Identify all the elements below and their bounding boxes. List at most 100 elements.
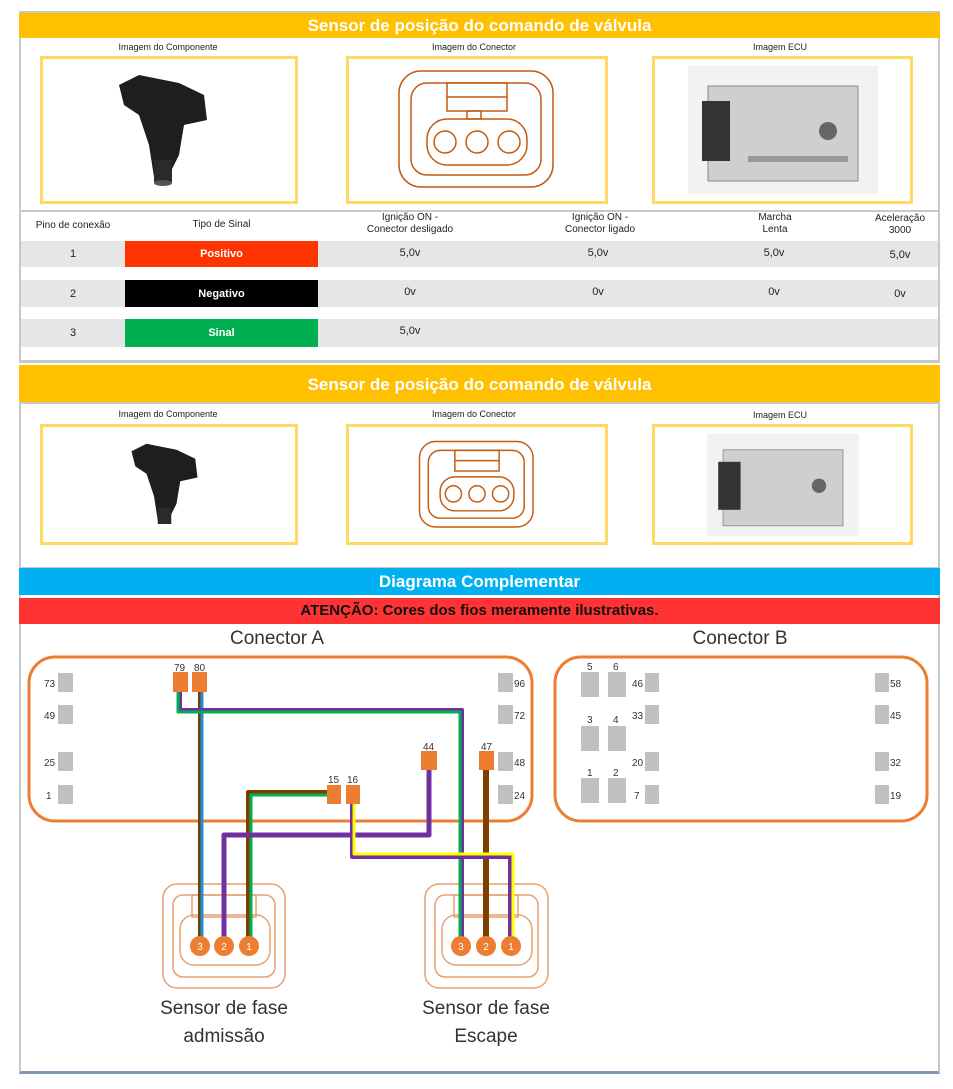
wire-79-green — [176, 692, 462, 940]
pin-label: 1 — [587, 768, 593, 779]
value-cell: 5,0v — [587, 247, 609, 259]
header-text: Ignição ON - — [381, 212, 439, 223]
wire-15-brown — [246, 790, 334, 940]
sensor-escape-label-1: Sensor de fase — [422, 998, 550, 1019]
section-1-title: Sensor de posição do comando de válvula — [19, 13, 940, 38]
pin-label: 49 — [44, 711, 56, 722]
connector-b-labels: 5 6 3 4 1 2 46 33 20 7 58 45 32 19 — [587, 662, 902, 802]
ecu-image — [652, 56, 913, 204]
pin-80 — [192, 672, 207, 692]
pin-label: 24 — [514, 791, 526, 802]
pin-b32 — [875, 752, 889, 771]
pin-b2 — [608, 778, 626, 803]
connector-image-label: Imagem do Conector — [431, 409, 517, 419]
pin-24 — [498, 785, 513, 804]
connector-image — [346, 56, 608, 204]
sensor-pin-label: 3 — [197, 942, 203, 953]
pin-label: 15 — [328, 775, 340, 786]
wire-15-green — [249, 793, 334, 940]
pin-label: 19 — [890, 791, 902, 802]
sensor-pin-label: 2 — [483, 942, 489, 953]
sensor-pin-2 — [476, 936, 496, 956]
connector-a-labels: 73 49 25 1 96 72 48 24 79 80 44 47 15 16 — [44, 663, 526, 802]
connector-a-title: Conector A — [230, 628, 324, 649]
pin-label: 58 — [890, 679, 902, 690]
connector-drawing-icon — [398, 70, 554, 188]
pin-label: 44 — [423, 742, 435, 753]
pin-label: 20 — [632, 758, 644, 769]
sensor-admission-label-2: admissão — [183, 1026, 264, 1047]
pin-label: 80 — [194, 663, 206, 674]
sensor-pin-1 — [239, 936, 259, 956]
header-text: Conector desligado — [366, 224, 454, 235]
pin-label: 1 — [46, 791, 52, 802]
diagram-title: Diagrama Complementar — [19, 568, 940, 595]
sensor-pin-3 — [190, 936, 210, 956]
signal-badge-positive: Positivo — [125, 241, 318, 267]
pin-73 — [58, 673, 73, 692]
header-ign-on: Ignição ON -Conector ligado — [520, 212, 680, 236]
ecu-image-label: Imagem ECU — [752, 42, 807, 52]
component-image-label: Imagem do Componente — [118, 409, 218, 419]
pin-15 — [327, 785, 341, 804]
value-cell: 0v — [404, 286, 416, 298]
pin-label: 2 — [613, 768, 619, 779]
value-cell: 0v — [894, 288, 906, 300]
table-divider — [21, 210, 938, 212]
pin-label: 96 — [514, 679, 526, 690]
header-text: 3000 — [888, 225, 912, 236]
wire-79-purple — [178, 692, 464, 940]
signal-badge-signal: Sinal — [125, 319, 318, 347]
pin-16 — [346, 785, 360, 804]
pin-b58 — [875, 673, 889, 692]
sensor-escape-label-2: Escape — [454, 1026, 517, 1047]
connector-b-outline — [553, 655, 929, 823]
ecu-image — [652, 424, 913, 545]
component-image-label: Imagem do Componente — [118, 42, 218, 52]
signal-badge-negative: Negativo — [125, 280, 318, 307]
pin-b45 — [875, 705, 889, 724]
sensor-pin-label: 1 — [508, 942, 514, 953]
sensor-pin-1 — [501, 936, 521, 956]
pin-label: 7 — [634, 791, 640, 802]
header-signal-type: Tipo de Sinal — [192, 219, 251, 230]
value-cell: 5,0v — [889, 249, 911, 261]
pin-label: 72 — [514, 711, 526, 722]
pin-25 — [58, 752, 73, 771]
component-image — [40, 424, 298, 545]
value-cell: 5,0v — [399, 247, 421, 259]
wire-16-purple — [350, 804, 512, 940]
header-text: Lenta — [762, 224, 788, 235]
wire-16-yellow — [352, 804, 515, 940]
pin-label: 32 — [890, 758, 902, 769]
pin-b1 — [581, 778, 599, 803]
value-cell: 0v — [592, 286, 604, 298]
pin-number: 3 — [69, 327, 77, 339]
value-cell: 5,0v — [763, 247, 785, 259]
pin-44 — [421, 751, 437, 770]
connector-drawing-icon — [418, 440, 534, 528]
pin-label: 3 — [587, 715, 593, 726]
pin-48 — [498, 752, 513, 771]
pin-label: 25 — [44, 758, 56, 769]
pin-b4 — [608, 726, 626, 751]
warning-banner: ATENÇÃO: Cores dos fios meramente ilustr… — [19, 598, 940, 624]
connector-a-outline — [27, 655, 534, 823]
pin-1 — [58, 785, 73, 804]
value-cell: 0v — [768, 286, 780, 298]
ecu-image-label: Imagem ECU — [752, 410, 807, 420]
header-text: Marcha — [758, 212, 792, 223]
pin-label: 16 — [347, 775, 359, 786]
pin-label: 48 — [514, 758, 526, 769]
section-2-title: Sensor de posição do comando de válvula — [19, 365, 940, 404]
pin-label: 79 — [174, 663, 186, 674]
sensor-picture-icon — [131, 443, 198, 524]
pin-b7 — [645, 785, 659, 804]
header-pin: Pino de conexão — [35, 220, 111, 231]
component-image — [40, 56, 298, 204]
connector-image — [346, 424, 608, 545]
pin-label: 73 — [44, 679, 56, 690]
value-cell: 5,0v — [399, 325, 421, 337]
header-text: Aceleração — [874, 213, 926, 224]
